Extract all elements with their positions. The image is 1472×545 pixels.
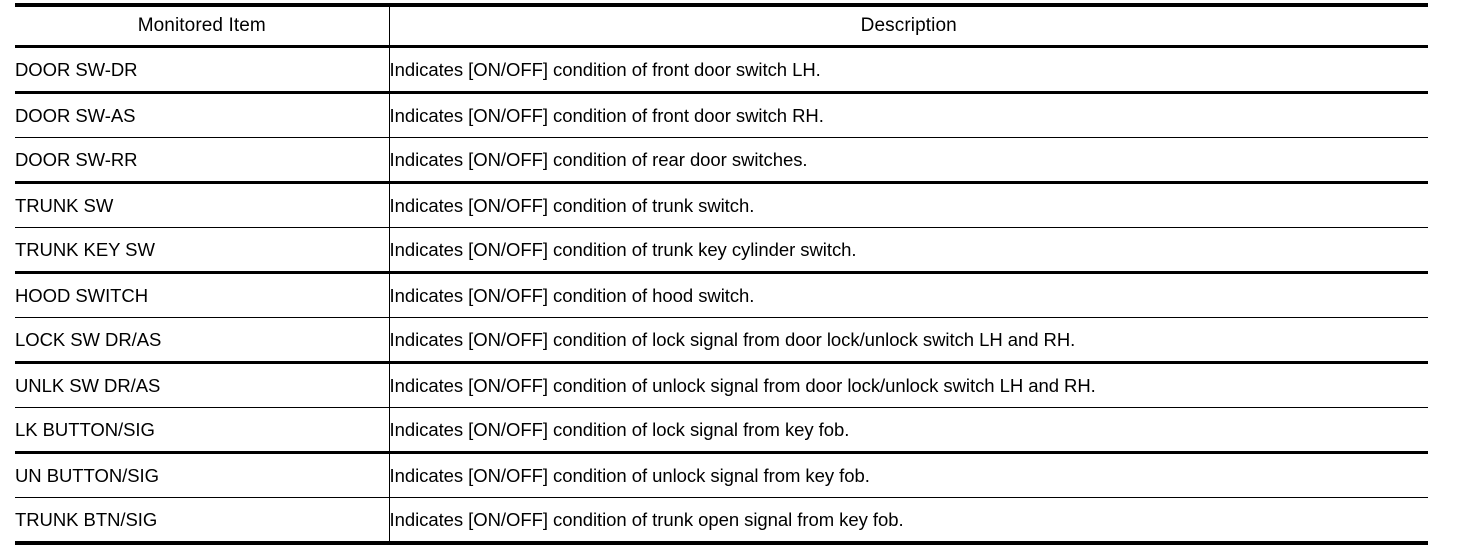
table-row: HOOD SWITCH Indicates [ON/OFF] condition… — [15, 272, 1428, 318]
cell-monitored-item: TRUNK SW — [15, 182, 390, 228]
cell-description: Indicates [ON/OFF] condition of trunk ke… — [389, 227, 1428, 274]
cell-monitored-item: DOOR SW-AS — [15, 92, 390, 138]
cell-monitored-item: DOOR SW-DR — [15, 46, 390, 94]
table-header-row: Monitored Item Description — [15, 3, 1428, 48]
cell-description: Indicates [ON/OFF] condition of front do… — [389, 46, 1428, 94]
cell-description: Indicates [ON/OFF] condition of unlock s… — [389, 452, 1428, 498]
table-body: DOOR SW-DR Indicates [ON/OFF] condition … — [15, 46, 1428, 545]
cell-description: Indicates [ON/OFF] condition of lock sig… — [389, 407, 1428, 454]
cell-description: Indicates [ON/OFF] condition of front do… — [389, 92, 1428, 138]
cell-monitored-item: TRUNK BTN/SIG — [15, 497, 390, 545]
table-row: TRUNK BTN/SIG Indicates [ON/OFF] conditi… — [15, 497, 1428, 545]
cell-description: Indicates [ON/OFF] condition of hood swi… — [389, 272, 1428, 318]
table-row: LK BUTTON/SIG Indicates [ON/OFF] conditi… — [15, 407, 1428, 454]
cell-description: Indicates [ON/OFF] condition of lock sig… — [389, 317, 1428, 364]
table-row: DOOR SW-AS Indicates [ON/OFF] condition … — [15, 92, 1428, 138]
cell-monitored-item: LOCK SW DR/AS — [15, 317, 390, 364]
cell-monitored-item: DOOR SW-RR — [15, 137, 390, 184]
page-root: Monitored Item Description DOOR SW-DR In… — [15, 3, 1428, 545]
cell-monitored-item: UNLK SW DR/AS — [15, 362, 390, 408]
cell-description: Indicates [ON/OFF] condition of rear doo… — [389, 137, 1428, 184]
column-header-monitored-item: Monitored Item — [15, 3, 390, 48]
table-row: DOOR SW-RR Indicates [ON/OFF] condition … — [15, 137, 1428, 184]
table-row: TRUNK SW Indicates [ON/OFF] condition of… — [15, 182, 1428, 228]
cell-monitored-item: HOOD SWITCH — [15, 272, 390, 318]
column-header-description: Description — [389, 3, 1428, 48]
cell-description: Indicates [ON/OFF] condition of unlock s… — [389, 362, 1428, 408]
cell-monitored-item: LK BUTTON/SIG — [15, 407, 390, 454]
table-header: Monitored Item Description — [15, 3, 1428, 48]
table-row: UNLK SW DR/AS Indicates [ON/OFF] conditi… — [15, 362, 1428, 408]
cell-description: Indicates [ON/OFF] condition of trunk sw… — [389, 182, 1428, 228]
table-row: TRUNK KEY SW Indicates [ON/OFF] conditio… — [15, 227, 1428, 274]
table-row: LOCK SW DR/AS Indicates [ON/OFF] conditi… — [15, 317, 1428, 364]
monitored-item-table: Monitored Item Description DOOR SW-DR In… — [15, 3, 1428, 545]
table-row: UN BUTTON/SIG Indicates [ON/OFF] conditi… — [15, 452, 1428, 498]
cell-description: Indicates [ON/OFF] condition of trunk op… — [389, 497, 1428, 545]
cell-monitored-item: UN BUTTON/SIG — [15, 452, 390, 498]
cell-monitored-item: TRUNK KEY SW — [15, 227, 390, 274]
table-row: DOOR SW-DR Indicates [ON/OFF] condition … — [15, 46, 1428, 94]
